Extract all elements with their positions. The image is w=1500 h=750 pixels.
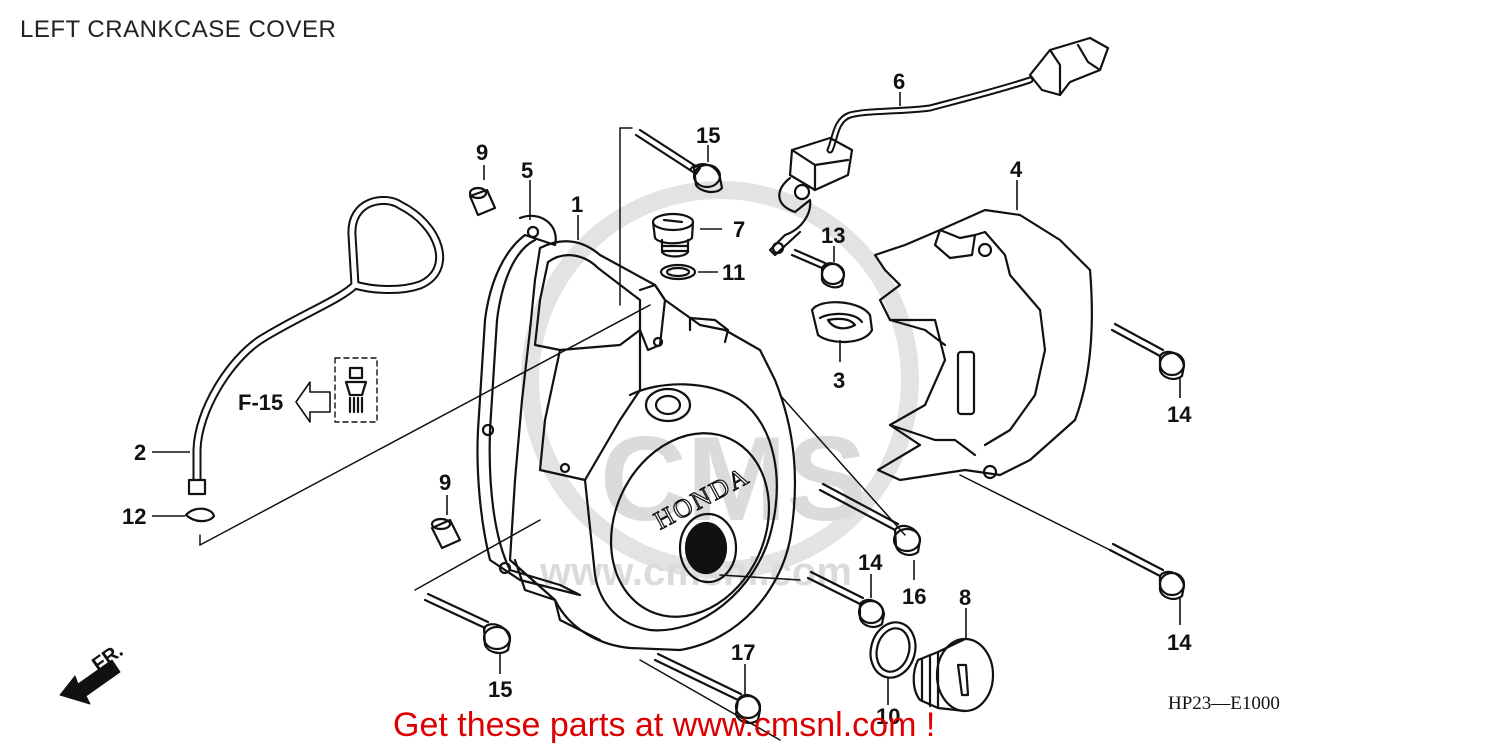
o-ring-part-10	[869, 621, 917, 679]
part-callout-16: 16	[902, 584, 926, 609]
sensor-harness-part-6	[768, 36, 1110, 257]
front-direction-arrow	[59, 659, 121, 705]
part-callout-9-upper: 9	[476, 140, 488, 165]
page-title: LEFT CRANKCASE COVER	[20, 16, 337, 43]
gasket-hole	[498, 561, 512, 575]
part-callout-15-lower: 15	[488, 677, 512, 702]
timing-plug-part-8	[912, 637, 995, 713]
part-callout-1: 1	[571, 192, 583, 217]
part-callout-4: 4	[1010, 157, 1023, 182]
dowel-pin-part-9-upper	[468, 186, 497, 217]
bolt-part-13	[790, 248, 846, 289]
part-callout-10: 10	[876, 704, 900, 729]
reference-arrow	[295, 381, 331, 423]
gasket-part-5	[476, 214, 582, 597]
part-callout-15-upper: 15	[696, 123, 720, 148]
part-callout-12: 12	[122, 504, 146, 529]
gasket-hole	[481, 423, 495, 437]
o-ring-part-11	[659, 263, 697, 281]
oil-filler-cap-part-7	[651, 212, 695, 258]
part-callout-11: 11	[722, 260, 745, 285]
bolt-part-14-lower-right	[1108, 542, 1186, 600]
leader-lines	[199, 127, 1111, 741]
part-callout-3: 3	[833, 368, 845, 393]
reference-label: F-15	[238, 390, 283, 415]
part-callout-13: 13	[821, 223, 845, 248]
part-callout-14-center: 14	[858, 550, 883, 575]
part-callout-14-right: 14	[1167, 630, 1192, 655]
bolt-part-15-upper	[634, 128, 724, 194]
bolt-part-14-upper-right	[1110, 322, 1186, 380]
bolt-part-15-lower	[423, 592, 512, 654]
clamp-detail	[334, 357, 378, 423]
watermark: CMS www.cmsnl.com	[521, 181, 919, 594]
breather-hose-part-2	[187, 195, 445, 496]
grommet-part-3	[810, 301, 874, 344]
part-callout-9-lower: 9	[439, 470, 451, 495]
outer-cover-part-4	[873, 208, 1093, 482]
part-callout-17: 17	[731, 640, 755, 665]
part-callout-2: 2	[134, 440, 146, 465]
dowel-pin-part-9-lower	[430, 517, 462, 550]
part-callout-5: 5	[521, 158, 533, 183]
clip-part-12	[184, 507, 216, 523]
part-callout-6: 6	[893, 69, 905, 94]
part-callout-7: 7	[733, 217, 745, 242]
front-direction-label: FR.	[88, 640, 127, 677]
gasket-hole	[526, 225, 540, 239]
callout-leaders	[152, 92, 1181, 705]
watermark-short: CMS	[600, 412, 867, 546]
part-callout-14-upper: 14	[1167, 402, 1192, 427]
bolt-part-14-lower-center	[806, 570, 886, 628]
diagram-code: HP23—E1000	[1168, 693, 1280, 714]
bolt-part-17	[653, 652, 762, 724]
part-callout-8: 8	[959, 585, 971, 610]
o-ring-inner	[875, 627, 911, 673]
bolt-part-16	[818, 482, 922, 556]
promo-link[interactable]: Get these parts at www.cmsnl.com !	[393, 706, 935, 744]
o-ring-inner	[665, 266, 691, 278]
